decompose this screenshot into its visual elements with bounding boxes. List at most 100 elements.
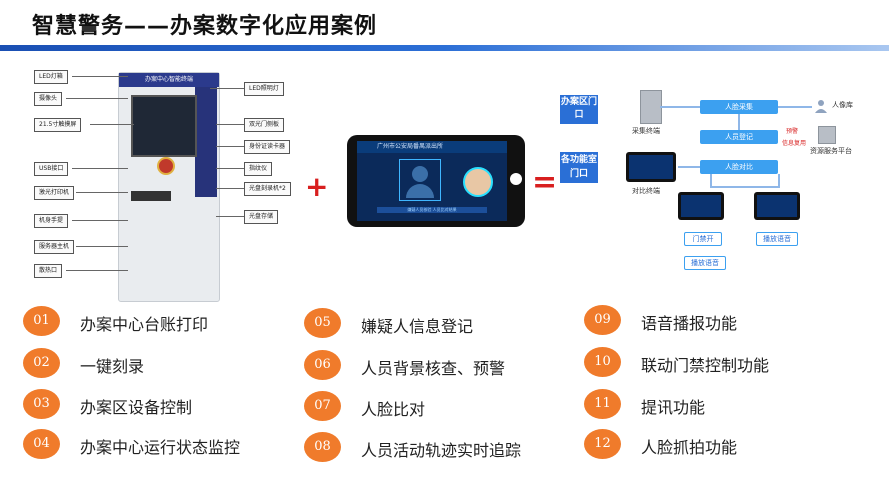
- phone-mockup: 广州市公安局番禺派出所 嫌疑人员核验 人员比对结果: [347, 135, 525, 227]
- feature-number-badge: 01: [23, 306, 60, 336]
- flow-connector: [778, 174, 780, 188]
- feature-label: 一键刻录: [80, 357, 145, 376]
- collect-terminal-illustration: [640, 90, 662, 124]
- kiosk-label: 光盘刻录机*2: [244, 182, 291, 196]
- leader-line: [72, 76, 128, 77]
- leader-line: [66, 270, 128, 271]
- kiosk-label: 机身手提: [34, 214, 69, 228]
- equals-sign: =: [532, 165, 558, 200]
- kiosk-label: 散热口: [34, 264, 63, 278]
- feature-number-badge: 07: [304, 391, 341, 421]
- face-silhouette-icon: [412, 166, 428, 182]
- feature-number-badge: 11: [584, 389, 621, 419]
- feature-label: 联动门禁控制功能: [641, 356, 770, 375]
- feature-number-badge: 04: [23, 429, 60, 459]
- info-review-label: 信息复用: [782, 140, 807, 147]
- kiosk-label: 21.5寸触摸屏: [34, 118, 82, 132]
- leader-line: [66, 98, 128, 99]
- collect-terminal-label: 采集终端: [632, 127, 660, 135]
- compare-terminal-label: 对比终端: [632, 187, 660, 195]
- kiosk-screen-title: 办案中心智能终端: [119, 73, 219, 87]
- door-terminal-illustration: [678, 192, 724, 220]
- leader-line: [216, 216, 244, 217]
- feature-number-badge: 05: [304, 308, 341, 338]
- server-icon: [818, 126, 836, 144]
- leader-line: [90, 124, 134, 125]
- feature-label: 人脸抓拍功能: [641, 438, 738, 457]
- feature-number-badge: 09: [584, 305, 621, 335]
- feature-label: 嫌疑人信息登记: [361, 317, 474, 336]
- leader-line: [216, 146, 244, 147]
- kiosk-touchscreen: [131, 95, 197, 157]
- kiosk-label: 身份证读卡器: [244, 140, 291, 154]
- feature-label: 提讯功能: [641, 398, 706, 417]
- leader-line: [216, 168, 244, 169]
- kiosk-label: 双光门侧板: [244, 118, 285, 132]
- zone-function-room: 各功能室门口: [560, 152, 598, 183]
- kiosk-diagram: 办案中心智能终端 LED灯箱 摄像头 21.5寸触摸屏 USB接口 激光打印机 …: [30, 62, 300, 302]
- feature-number-badge: 12: [584, 429, 621, 459]
- leader-line: [76, 246, 128, 247]
- kiosk-label: 激光打印机: [34, 186, 75, 200]
- flow-connector: [710, 186, 780, 188]
- leader-line: [210, 88, 244, 89]
- play-voice-node: 播放语音: [756, 232, 798, 246]
- phone-caption: 嫌疑人员核验 人员比对结果: [377, 207, 487, 213]
- flow-connector: [660, 106, 700, 108]
- feature-label: 办案区设备控制: [80, 398, 193, 417]
- leader-line: [72, 168, 128, 169]
- feature-number-badge: 08: [304, 432, 341, 462]
- feature-label: 办案中心运行状态监控: [80, 438, 241, 457]
- voice-terminal-illustration: [754, 192, 800, 220]
- kiosk-label: 光盘存储: [244, 210, 279, 224]
- flow-connector: [738, 114, 740, 130]
- flow-connector: [778, 106, 812, 108]
- kiosk-label: 指纹仪: [244, 162, 273, 176]
- leader-line: [216, 124, 244, 125]
- face-collect-node: 人脸采集: [700, 100, 778, 114]
- flow-connector: [710, 174, 712, 188]
- kiosk-printer-slot: [131, 191, 171, 201]
- feature-number-badge: 06: [304, 350, 341, 380]
- leader-line: [216, 188, 244, 189]
- kiosk-label: 摄像头: [34, 92, 63, 106]
- feature-label: 办案中心台账打印: [80, 315, 209, 334]
- phone-screen: 广州市公安局番禺派出所 嫌疑人员核验 人员比对结果: [357, 141, 507, 221]
- resource-platform-label: 资源服务平台: [810, 147, 852, 155]
- face-photo: [463, 167, 493, 197]
- warning-label: 预警: [786, 128, 799, 135]
- kiosk-label: LED照明灯: [244, 82, 284, 96]
- portrait-db-label: 人像库: [832, 101, 853, 109]
- kiosk-side-panel: [195, 87, 217, 197]
- police-emblem-icon: [157, 157, 175, 175]
- phone-home-button: [510, 173, 522, 185]
- feature-label: 人员背景核查、预警: [361, 359, 506, 378]
- kiosk-label: 服务器主机: [34, 240, 75, 254]
- phone-title-bar: 广州市公安局番禺派出所: [357, 141, 507, 153]
- plus-sign: +: [305, 170, 329, 203]
- person-register-node: 人员登记: [700, 130, 778, 144]
- door-open-node: 门禁开: [684, 232, 722, 246]
- feature-number-badge: 02: [23, 348, 60, 378]
- leader-line: [76, 192, 128, 193]
- people-icon: [814, 98, 828, 113]
- feature-label: 语音播报功能: [641, 314, 738, 333]
- kiosk-label: LED灯箱: [34, 70, 68, 84]
- shoulder-silhouette: [406, 184, 434, 198]
- kiosk-label: USB接口: [34, 162, 69, 176]
- zone-office-entrance: 办案区门口: [560, 95, 598, 124]
- feature-number-badge: 10: [584, 347, 621, 377]
- title-divider: [0, 45, 889, 51]
- flow-diagram: 办案区门口 各功能室门口 采集终端 对比终端 人脸采集 人员登记 人脸对比 人像…: [560, 90, 880, 270]
- leader-line: [72, 220, 128, 221]
- page-title: 智慧警务——办案数字化应用案例: [32, 14, 378, 39]
- kiosk-illustration: 办案中心智能终端: [118, 72, 220, 302]
- feature-number-badge: 03: [23, 389, 60, 419]
- compare-terminal-illustration: [626, 152, 676, 182]
- feature-label: 人员活动轨迹实时追踪: [361, 441, 522, 460]
- face-scan-frame: [399, 159, 441, 201]
- feature-label: 人脸比对: [361, 400, 426, 419]
- play-voice-node: 播放语音: [684, 256, 726, 270]
- flow-connector: [678, 166, 700, 168]
- face-compare-node: 人脸对比: [700, 160, 778, 174]
